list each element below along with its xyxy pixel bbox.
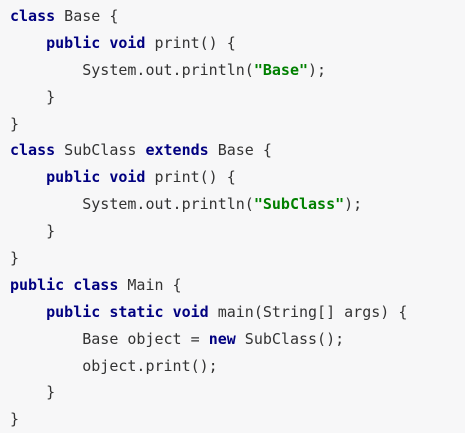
- code-text: );: [344, 195, 363, 214]
- code-text: object.print();: [10, 356, 218, 375]
- code-keyword: public: [46, 302, 101, 321]
- code-line: }: [10, 379, 465, 406]
- code-text: }: [10, 87, 56, 106]
- code-line: class Base {: [10, 3, 465, 30]
- code-keyword: extends: [145, 141, 209, 160]
- code-line: }: [10, 218, 465, 245]
- code-text: print() {: [145, 33, 236, 52]
- code-keyword: public: [46, 168, 101, 187]
- code-text: SubClass();: [235, 329, 345, 348]
- code-text: }: [10, 249, 20, 268]
- code-keyword: public: [46, 33, 101, 52]
- code-keyword: public: [10, 275, 65, 294]
- code-line: }: [10, 406, 465, 433]
- code-text: [10, 303, 46, 321]
- code-line: System.out.println("SubClass");: [10, 191, 465, 218]
- code-keyword: static: [109, 302, 164, 321]
- code-text: [10, 34, 46, 52]
- code-line: System.out.println("Base");: [10, 57, 465, 84]
- code-text: [64, 276, 73, 294]
- code-keyword: class: [10, 141, 56, 160]
- code-line: }: [10, 84, 465, 111]
- code-line: }: [10, 245, 465, 272]
- code-line: class SubClass extends Base {: [10, 137, 465, 164]
- code-line: public static void main(String[] args) {: [10, 299, 465, 326]
- code-text: Base {: [55, 7, 119, 25]
- code-string: "Base": [253, 60, 309, 79]
- code-text: print() {: [145, 168, 236, 187]
- code-keyword: new: [208, 329, 236, 348]
- code-string: "SubClass": [253, 195, 345, 214]
- code-text: }: [10, 222, 56, 241]
- code-text: );: [308, 60, 327, 79]
- code-text: Main {: [118, 275, 182, 294]
- code-text: }: [10, 114, 20, 133]
- code-keyword: void: [109, 33, 146, 52]
- code-text: }: [10, 410, 20, 429]
- code-line: object.print();: [10, 353, 465, 380]
- code-text: main(String[] args) {: [208, 302, 408, 321]
- code-line: public void print() {: [10, 164, 465, 191]
- code-text: System.out.println(: [10, 195, 254, 214]
- code-text: [100, 303, 109, 321]
- code-text: Base {: [208, 141, 272, 160]
- code-keyword: class: [73, 275, 119, 294]
- code-text: [100, 168, 109, 186]
- code-keyword: class: [10, 7, 56, 25]
- code-line: public void print() {: [10, 30, 465, 57]
- code-text: [164, 303, 173, 321]
- code-keyword: void: [109, 168, 146, 187]
- code-text: System.out.println(: [10, 60, 254, 79]
- code-line: public class Main {: [10, 272, 465, 299]
- code-text: SubClass: [55, 141, 146, 160]
- code-text: [10, 168, 46, 186]
- code-line: }: [10, 111, 465, 138]
- code-text: [100, 34, 109, 52]
- code-line: Base object = new SubClass();: [10, 326, 465, 353]
- code-text: }: [10, 383, 56, 402]
- code-keyword: void: [172, 302, 209, 321]
- code-text: Base object =: [10, 329, 209, 348]
